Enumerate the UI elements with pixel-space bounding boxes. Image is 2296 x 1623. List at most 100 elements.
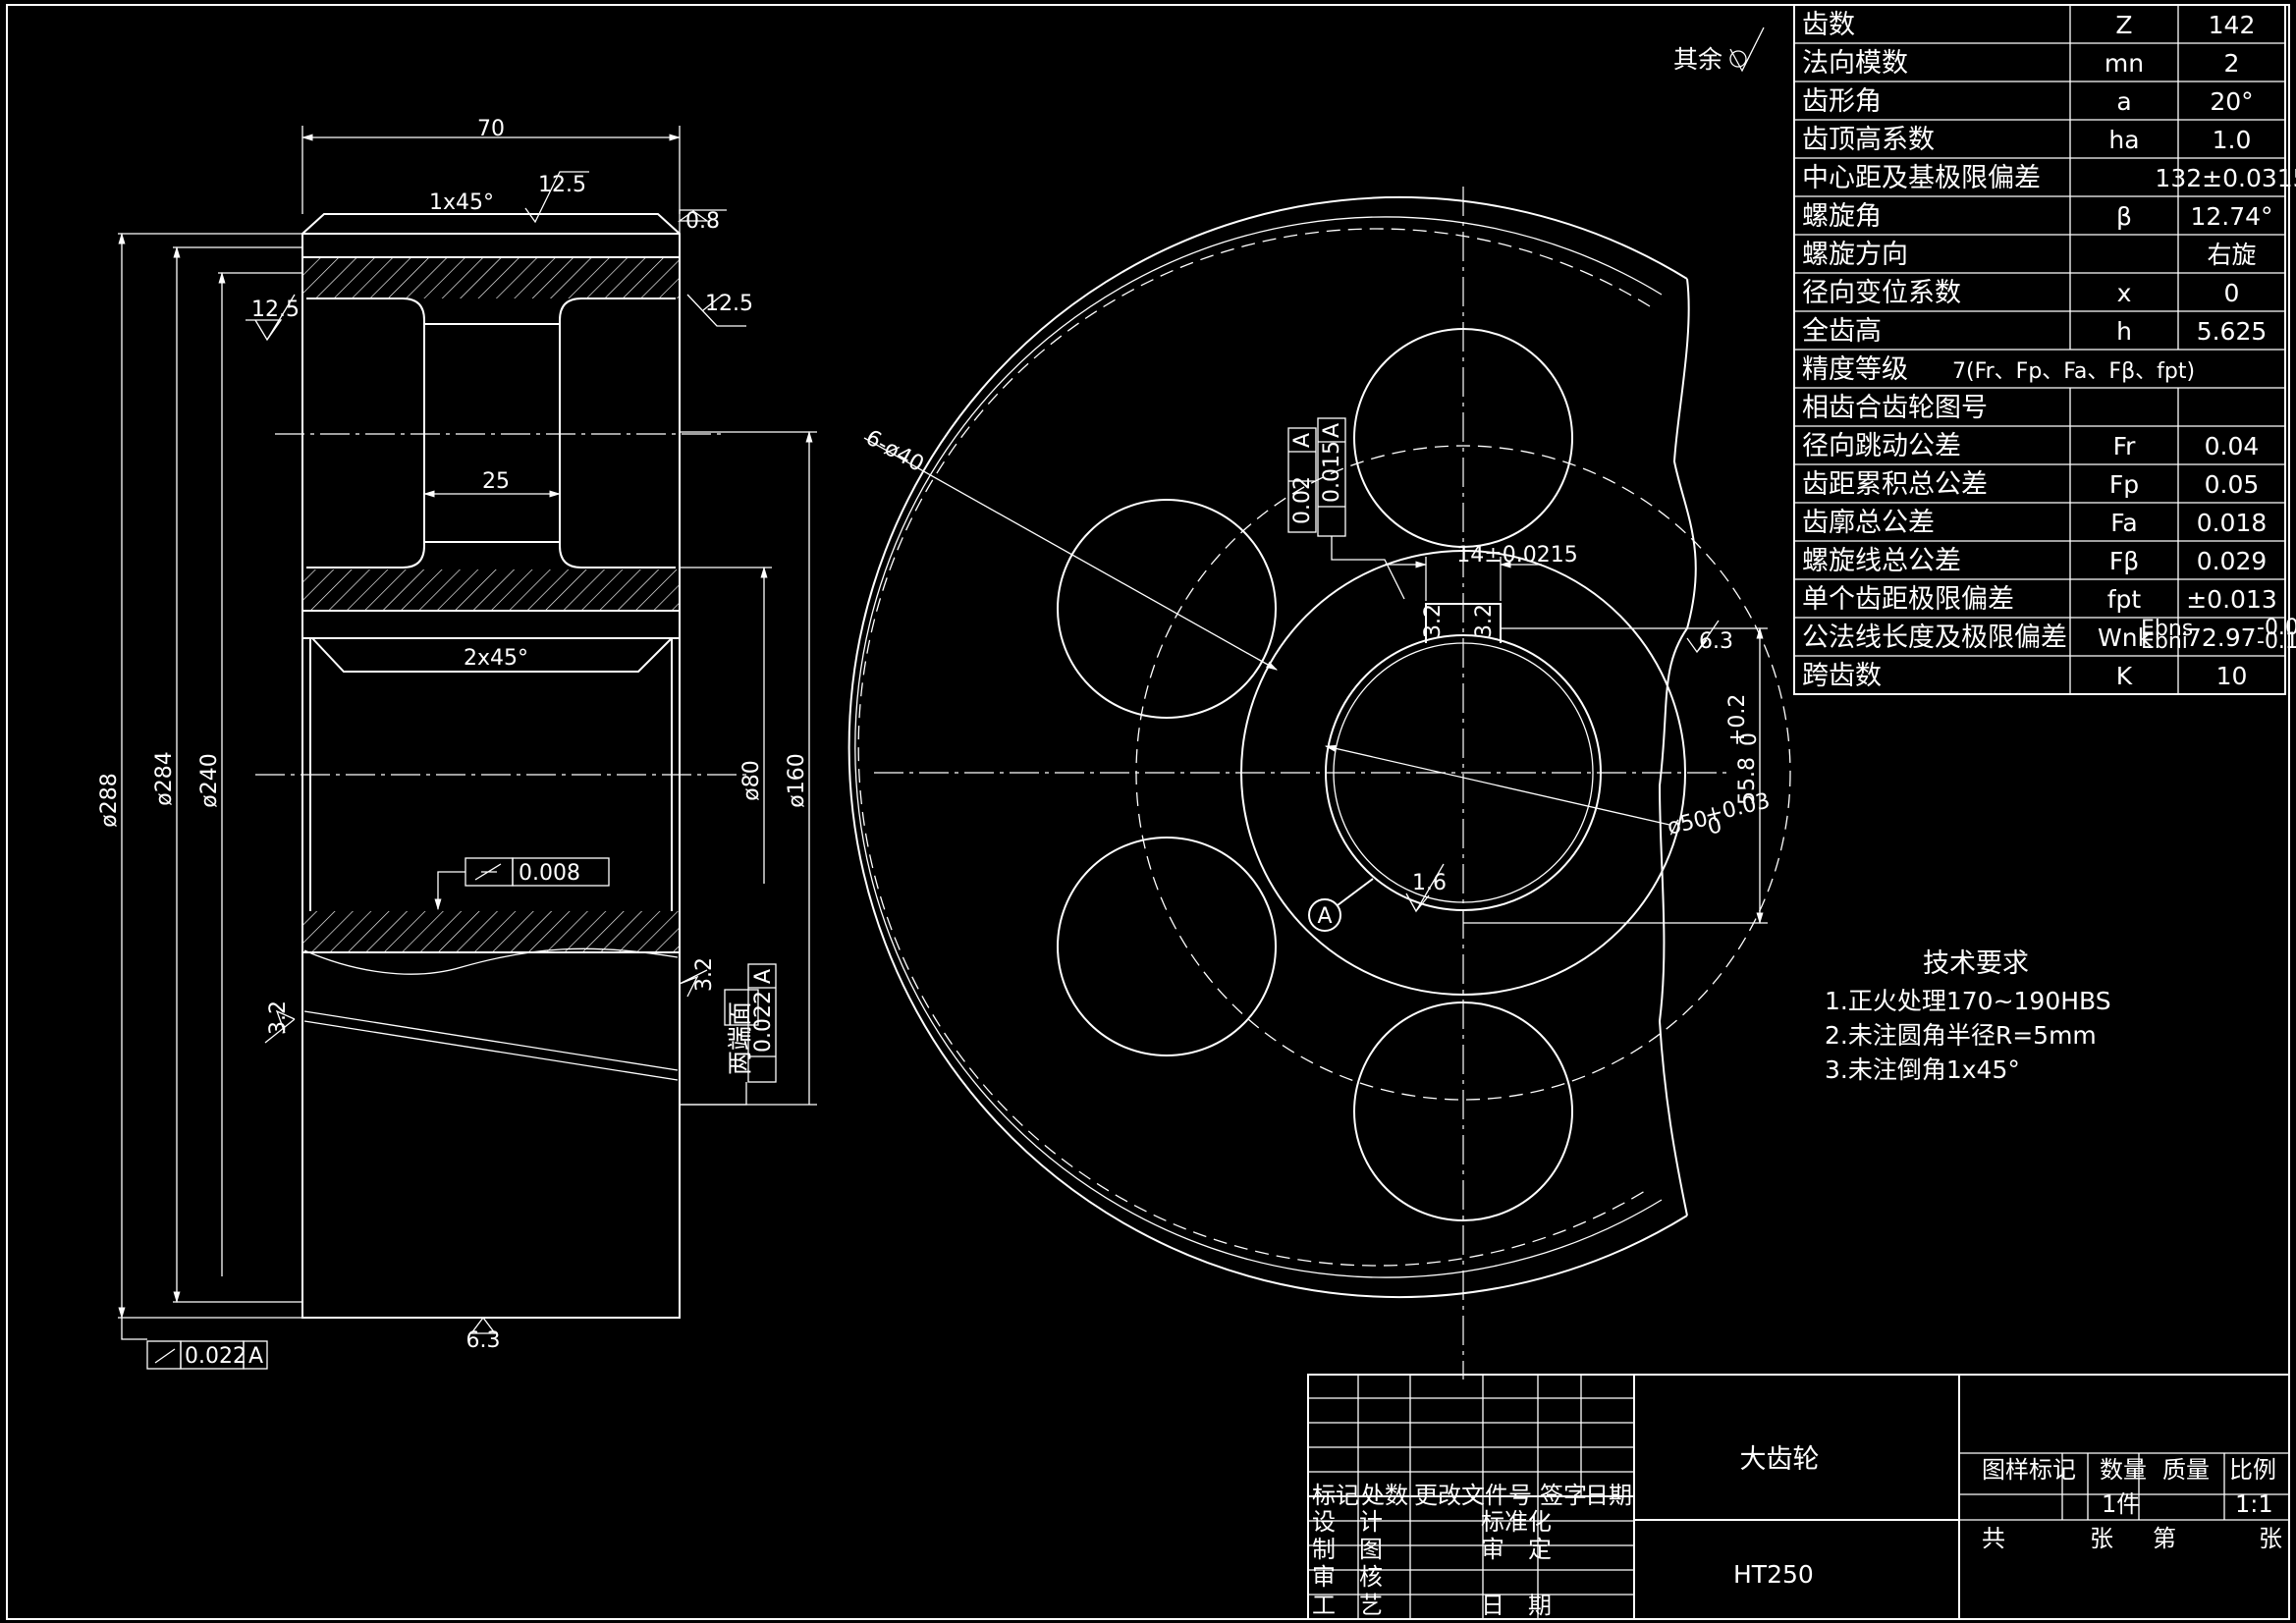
param-symbol: fpt [2107,585,2142,614]
both-faces-box [724,989,759,1026]
param-symbol: x [2117,279,2132,307]
rev-header: 更改文件号 [1414,1482,1532,1509]
roughness-symbol [469,1316,497,1334]
section-view: 70 25 1x45° 2x45° ø288 ø284 ø240 ø80 ø16… [97,117,817,1370]
recess-right [559,298,676,568]
param-value: 2 [2224,49,2240,78]
param-name: 径向跳动公差 [1802,431,1961,461]
dim-line-bore [1324,744,1670,826]
param-sub-lower: Ebni [2141,629,2188,654]
lightening-hole [1057,499,1277,719]
roughness-symbol [686,294,746,327]
tb-hdr: 数量 [2100,1456,2147,1484]
tb-qty: 1件 [2102,1490,2140,1518]
param-symbol: Fa [2110,509,2137,537]
roughness-symbol [1729,27,1765,73]
runout-icon [474,863,502,881]
tb-sheet: 张 [2259,1525,2282,1552]
leader-line [680,1082,747,1106]
dim-width: 70 [477,117,505,141]
param-symbol: Z [2115,11,2132,39]
tech-requirements: 技术要求 1.正火处理170~190HBS 2.未注圆角半径R=5mm 3.未注… [1825,948,2111,1084]
tb-hdr: 比例 [2229,1456,2276,1484]
tb-design: 设 计 [1312,1508,1383,1536]
title-block: 标记 处数 更改文件号 签字 日期 设 计 制 图 审 核 工 艺 标准化 审 … [1307,1374,2290,1620]
param-name: 全齿高 [1802,316,1882,347]
rim-hatch-top [302,257,680,298]
param-value: 72.97 [2186,623,2257,652]
tb-std: 标准化 [1481,1508,1552,1536]
dim-keyway-tol-lo: 0 [1737,732,1762,746]
roughness-label: 3.2 [1472,604,1497,638]
leader-line [121,1318,147,1340]
param-symbol: Fr [2113,432,2137,460]
dim-chamfer-1: 1x45° [429,190,494,215]
roughness-other-label: 其余 [1673,45,1722,74]
tb-process: 工 艺 [1312,1592,1383,1619]
rim-hatch-bottom [302,911,680,952]
param-value: 20° [2210,87,2253,116]
bore-chamfer [311,637,673,673]
gear-root-arc [854,216,1663,1278]
dim-d284: ø284 [152,751,177,805]
tb-date: 日 期 [1481,1592,1552,1619]
leader-holes [863,437,1279,671]
param-symbol: Fβ [2109,547,2139,575]
roughness-label: 3.2 [266,1001,291,1035]
pitch-circle [857,228,1651,1267]
param-name: 精度等级 [1802,354,1908,385]
param-name: 相齿合齿轮图号 [1802,393,1988,423]
dim-bore-tol-lo: 0 [1705,813,1724,840]
fcf-runout-box [512,857,610,887]
param-value: 0.04 [2205,432,2260,460]
roughness-symbol [677,209,727,234]
param-name: 公法线长度及极限偏差 [1802,622,2067,653]
param-value: 右旋 [2207,241,2256,269]
gear-outline [301,213,681,1319]
fcf-datum: A [248,1344,263,1369]
param-value: 1.0 [2213,126,2252,154]
roughness-symbol [1686,620,1720,654]
tb-sheet: 第 [2153,1525,2176,1552]
param-name: 齿顶高系数 [1802,125,1935,155]
gear-tip-arc [847,196,1688,1298]
param-name: 跨齿数 [1802,661,1882,691]
holes-label: 6-ø40 [861,425,928,477]
param-value: 0 [2224,279,2240,307]
leader-line [1331,536,1405,600]
roughness-label: 12.5 [251,298,300,322]
param-sub-upper: Ebns [2141,617,2193,641]
roughness-label: 1.6 [1412,871,1447,895]
param-name: 螺旋角 [1802,201,1882,232]
datum-label: A [1317,904,1332,929]
helix-line-2 [303,1020,679,1081]
param-value: 7(Fr、Fp、Fa、Fβ、fpt) [1952,359,2195,384]
fcf-datum: A [1290,433,1315,448]
param-value: 0.05 [2205,470,2260,499]
param-symbol: β [2116,202,2132,231]
dim-keyway-depth: 55.8 [1735,757,1760,805]
param-name: 中心距及基极限偏差 [1802,163,2041,193]
material: HT250 [1733,1560,1814,1589]
dim-chamfer-2: 2x45° [464,646,528,671]
tb-draw: 制 图 [1312,1536,1383,1563]
tech-title: 技术要求 [1923,948,2029,979]
tech-item: 2.未注圆角半径R=5mm [1825,1021,2097,1050]
rev-header: 处数 [1361,1482,1408,1509]
datum-leader [1337,878,1374,906]
param-symbol: ha [2108,126,2139,154]
param-tol-upper: -0.077 [2257,616,2296,640]
roughness-label: 0.8 [685,209,720,234]
tb-sheet: 张 [2090,1525,2113,1552]
dim-d80: ø80 [739,760,764,800]
param-name: 齿形角 [1802,86,1882,117]
drawing-border [6,4,2290,1620]
roughness-symbol [1405,863,1445,913]
param-name: 齿距累积总公差 [1802,469,1988,500]
param-value: 5.625 [2197,317,2268,346]
both-faces-label: 两端面 [726,1001,754,1075]
runout-icon [154,1348,176,1364]
datum-circle [1308,898,1341,932]
